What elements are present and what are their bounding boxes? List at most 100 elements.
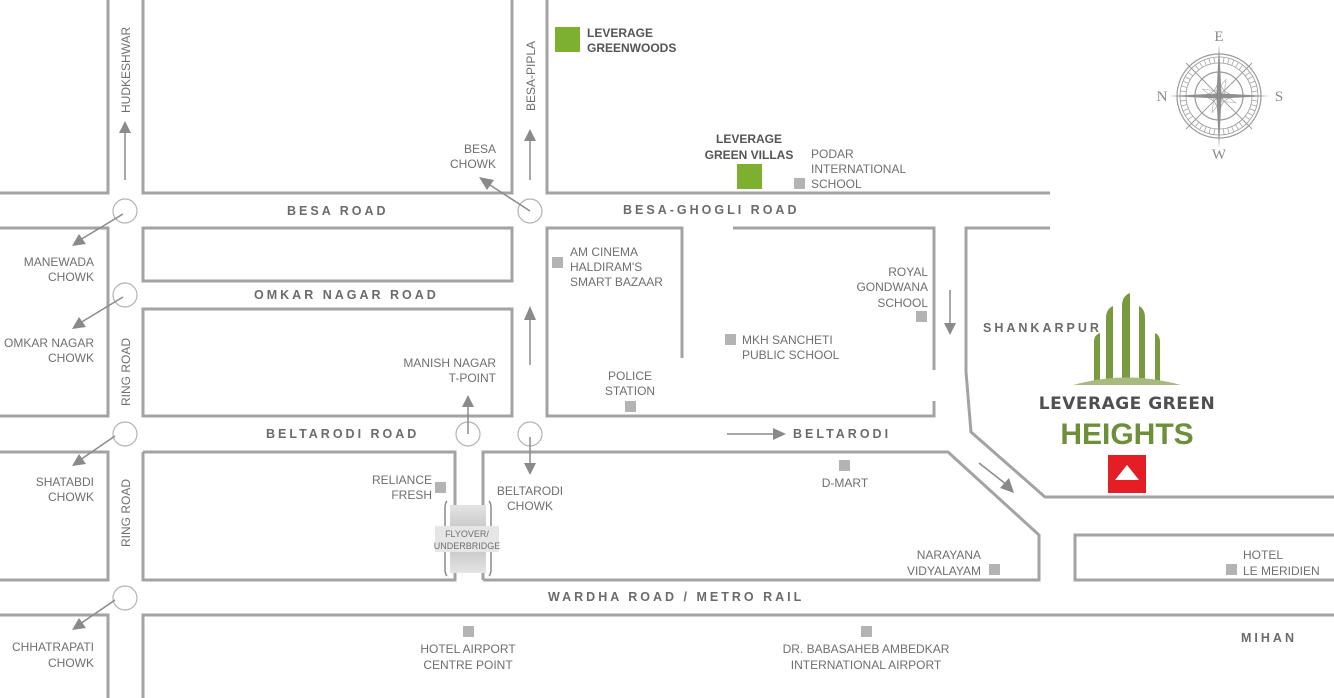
label-beltarodi-road: BELTARODI ROAD xyxy=(266,427,419,441)
svg-text:NARAYANA: NARAYANA xyxy=(917,548,981,562)
roundabout-omkar-nagar xyxy=(112,282,138,308)
svg-text:T-POINT: T-POINT xyxy=(449,371,497,385)
landmark-square-icon xyxy=(989,564,1000,575)
arrow-shankarpur-down-icon xyxy=(944,290,956,335)
compass-tick xyxy=(1231,126,1235,133)
arrow-besa-pipla-icon xyxy=(524,129,536,180)
svg-text:SCHOOL: SCHOOL xyxy=(811,177,862,191)
block-le-meridien xyxy=(1073,533,1334,582)
project-green-villas[interactable]: LEVERAGE GREEN VILLAS xyxy=(705,132,794,189)
svg-text:RELIANCE: RELIANCE xyxy=(372,473,432,487)
compass-tick xyxy=(1181,85,1188,88)
landmark-square-icon xyxy=(463,626,474,637)
compass-tick xyxy=(1227,58,1230,65)
compass-tick xyxy=(1180,90,1187,93)
svg-text:INTERNATIONAL AIRPORT: INTERNATIONAL AIRPORT xyxy=(791,658,942,672)
block-shankarpur xyxy=(964,226,1334,499)
compass-south: S xyxy=(1275,89,1283,105)
compass-west: W xyxy=(1212,147,1227,163)
landmarks: PODAR INTERNATIONAL SCHOOL AM CINEMA HAL… xyxy=(372,147,1320,672)
compass-tick xyxy=(1227,127,1230,134)
compass-tick xyxy=(1249,108,1256,112)
chowk-beltarodi: BELTARODI CHOWK xyxy=(497,484,563,513)
arrow-manewada-icon xyxy=(72,213,124,246)
landmark-narayana: NARAYANA VIDYALAYAM xyxy=(907,548,1000,578)
block-beltarodi-wardha-e xyxy=(481,450,1041,582)
chowk-omkar-nagar: OMKAR NAGAR CHOWK xyxy=(4,336,94,365)
label-beltarodi: BELTARODI xyxy=(793,427,891,441)
compass-tick xyxy=(1238,64,1244,71)
compass-tick xyxy=(1235,124,1239,130)
compass-tick xyxy=(1251,90,1258,93)
block-royal-gondwana xyxy=(733,226,936,370)
chowk-manewada: MANEWADA CHOWK xyxy=(24,255,94,284)
svg-text:FRESH: FRESH xyxy=(391,488,432,502)
svg-text:HOTEL AIRPORT: HOTEL AIRPORT xyxy=(420,642,516,656)
compass-tick xyxy=(1213,57,1216,64)
chowk-besa: BESA CHOWK xyxy=(450,142,496,171)
landmark-royal-gondwana: ROYAL GONDWANA SCHOOL xyxy=(856,265,928,322)
arrow-besa-chowk-icon xyxy=(479,177,531,212)
compass-tick xyxy=(1247,112,1253,116)
compass-tick xyxy=(1244,71,1251,77)
logo-line2: HEIGHTS xyxy=(1060,418,1193,451)
compass-tick xyxy=(1185,76,1191,80)
compass-tick xyxy=(1249,80,1256,84)
label-besa-road: BESA ROAD xyxy=(287,204,389,218)
svg-text:INTERNATIONAL: INTERNATIONAL xyxy=(811,162,906,176)
svg-text:CHOWK: CHOWK xyxy=(48,351,94,365)
svg-text:CHHATRAPATI: CHHATRAPATI xyxy=(12,640,94,654)
svg-text:MKH SANCHETI: MKH SANCHETI xyxy=(742,333,833,347)
compass-tick xyxy=(1182,108,1189,112)
block-w-lower xyxy=(0,450,110,582)
green-villas-marker-icon xyxy=(737,164,762,189)
roundabout-manewada xyxy=(112,198,138,224)
arrow-shatabdi-icon xyxy=(72,435,116,466)
arrow-manish-nagar-icon xyxy=(462,395,474,434)
block-w-upper xyxy=(0,226,110,418)
svg-text:UNDERBRIDGE: UNDERBRIDGE xyxy=(434,541,501,551)
block-n-hudkeshwar xyxy=(141,0,514,195)
arrow-omkar-nagar-icon xyxy=(72,296,124,329)
label-mihan: MIHAN xyxy=(1241,631,1297,645)
compass-tick xyxy=(1187,71,1194,77)
project-logo-leverage-green-heights[interactable]: LEVERAGE GREEN HEIGHTS xyxy=(1039,293,1215,493)
arrow-omkar-up-icon xyxy=(524,306,536,365)
svg-text:LEVERAGE: LEVERAGE xyxy=(587,26,653,40)
svg-text:CHOWK: CHOWK xyxy=(48,270,94,284)
svg-text:VIDYALAYAM: VIDYALAYAM xyxy=(907,564,981,578)
greenwoods-marker-icon xyxy=(555,27,580,52)
compass-tick xyxy=(1235,62,1239,68)
arrow-beltarodi-east-icon xyxy=(727,428,786,440)
chowk-shatabdi: SHATABDI CHOWK xyxy=(36,475,94,504)
arrow-beltarodi-chowk-icon xyxy=(524,437,536,475)
compass-tick xyxy=(1222,128,1225,135)
svg-text:FLYOVER/: FLYOVER/ xyxy=(445,529,489,539)
svg-text:OMKAR NAGAR: OMKAR NAGAR xyxy=(4,336,94,350)
label-ring-road-lower: RING ROAD xyxy=(119,479,133,547)
label-besa-pipla: BESA-PIPLA xyxy=(524,41,538,111)
svg-text:D-MART: D-MART xyxy=(822,476,869,490)
svg-text:GONDWANA: GONDWANA xyxy=(856,280,928,294)
project-greenwoods[interactable]: LEVERAGE GREENWOODS xyxy=(555,26,676,55)
roundabout-shatabdi xyxy=(112,421,138,447)
svg-text:PODAR: PODAR xyxy=(811,147,854,161)
landmark-am-cinema: AM CINEMA HALDIRAM'S SMART BAZAAR xyxy=(552,245,663,289)
compass-tick xyxy=(1194,121,1200,128)
logo-towers-icon xyxy=(1094,293,1160,384)
svg-text:LEVERAGE: LEVERAGE xyxy=(716,132,782,146)
landmark-mkh-sancheti: MKH SANCHETI PUBLIC SCHOOL xyxy=(725,333,840,362)
landmark-square-icon xyxy=(1226,564,1237,575)
arrow-mihan-diagonal-icon xyxy=(978,462,1014,493)
compass-tick xyxy=(1199,124,1203,130)
roundabout-chhatrapati xyxy=(112,585,138,611)
svg-text:POLICE: POLICE xyxy=(608,369,652,383)
label-hudkeshwar: HUDKESHWAR xyxy=(119,26,133,113)
svg-text:ROYAL: ROYAL xyxy=(888,265,928,279)
block-nw xyxy=(0,0,110,195)
compass-tick xyxy=(1203,126,1207,133)
landmark-police-station: POLICE STATION xyxy=(605,369,655,412)
landmark-square-icon xyxy=(916,311,927,322)
chowk-labels: MANEWADA CHOWK OMKAR NAGAR CHOWK SHATABD… xyxy=(4,142,563,670)
